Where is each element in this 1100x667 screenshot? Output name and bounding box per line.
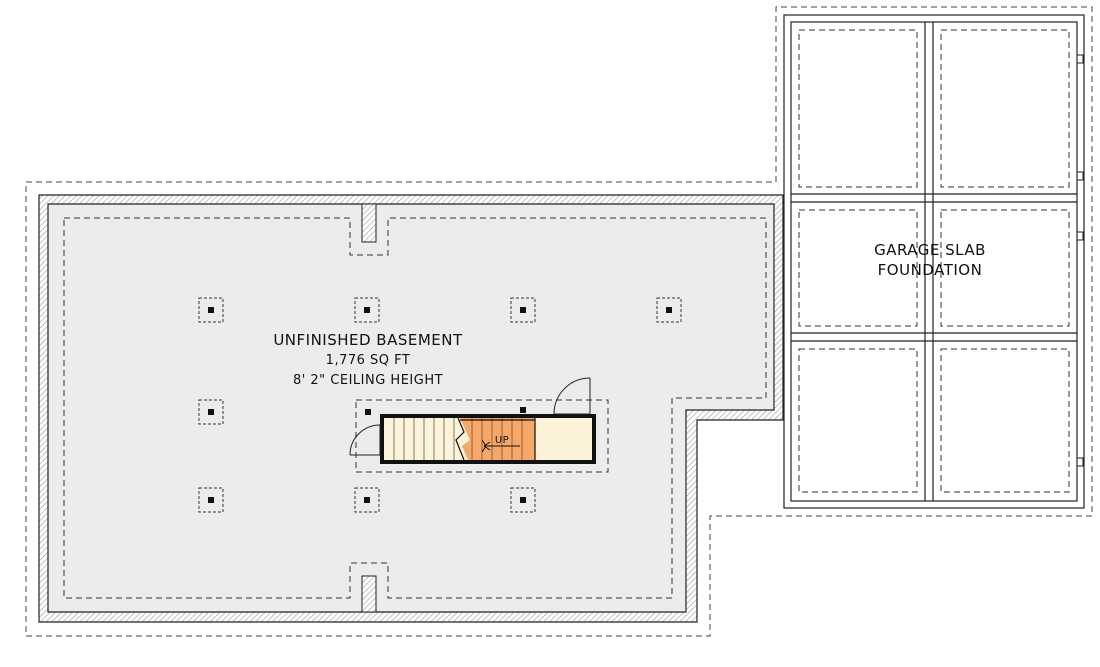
column-footing — [198, 487, 224, 513]
pilaster-top — [361, 203, 377, 243]
pilaster-bottom — [361, 575, 377, 613]
column-footing — [354, 297, 380, 323]
basement-ceiling: 8' 2" CEILING HEIGHT — [293, 373, 443, 388]
garage-inner-wall — [790, 21, 1078, 502]
stair-footing — [355, 399, 609, 473]
footing-outline — [25, 6, 1093, 637]
door-swing-right — [553, 377, 591, 415]
garage-panels — [798, 29, 1070, 493]
garage-notches — [1077, 54, 1084, 467]
column-footing — [198, 399, 224, 425]
interior-footing-line — [63, 217, 767, 599]
column-footing — [656, 297, 682, 323]
basement-title: UNFINISHED BASEMENT — [273, 331, 463, 349]
stair-up-label: UP — [495, 435, 509, 446]
column-footing — [354, 487, 380, 513]
basement-floor — [47, 203, 775, 613]
stair-post — [365, 409, 371, 415]
door-swing-left — [349, 424, 381, 456]
column-footing — [510, 487, 536, 513]
stair-enclosure — [380, 414, 596, 464]
garage-label-line1: GARAGE SLAB — [874, 241, 986, 259]
basement-area: 1,776 SQ FT — [326, 353, 411, 368]
column-footing — [510, 297, 536, 323]
garage-label-line2: FOUNDATION — [878, 261, 983, 279]
column-footings — [198, 297, 682, 513]
grade-beams — [791, 22, 1077, 501]
stair-post — [520, 407, 526, 413]
column-footing — [198, 297, 224, 323]
